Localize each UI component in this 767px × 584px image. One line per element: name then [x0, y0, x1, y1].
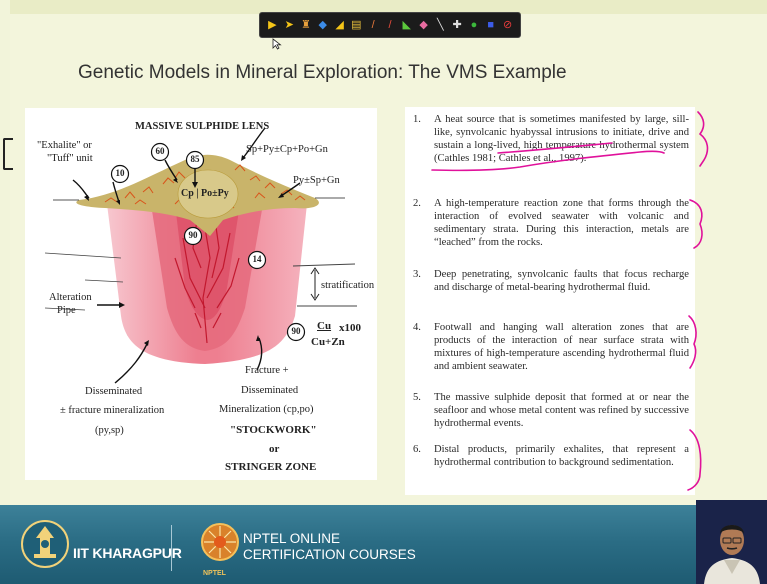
stamp-icon[interactable]: ♜ — [298, 17, 314, 33]
nptel-small-label: NPTEL — [203, 570, 226, 577]
fig-disseminated-label: Disseminated — [85, 386, 142, 397]
list-item: 6.Distal products, primarily exhalites, … — [413, 443, 689, 469]
fig-stockwork-label: "STOCKWORK" — [230, 424, 317, 436]
play-next-icon[interactable]: ▶ — [264, 17, 280, 33]
fig-cu-denominator: Cu+Zn — [311, 336, 345, 348]
fig-num-85: 85 — [188, 154, 202, 164]
fig-stringer-label: STRINGER ZONE — [225, 461, 316, 473]
brush-icon[interactable]: ◣ — [399, 17, 415, 33]
fig-num-90-legend: 90 — [289, 326, 303, 336]
notes-icon[interactable]: ▤ — [348, 17, 364, 33]
highlighter-icon[interactable]: ◆ — [315, 17, 331, 33]
left-edge-tab — [3, 138, 13, 170]
fig-exhalite-label: "Exhalite" or — [37, 140, 92, 151]
clear-icon[interactable]: ⊘ — [500, 17, 516, 33]
laser-icon[interactable]: ● — [466, 17, 482, 33]
fig-sp-label: Sp+Py±Cp+Po+Gn — [246, 144, 328, 155]
fig-cp-label: Cp | Po±Py — [181, 188, 229, 199]
line-icon[interactable]: ╲ — [432, 17, 448, 33]
eraser-icon[interactable]: ◆ — [416, 17, 432, 33]
fig-alteration-label: Alteration — [49, 292, 92, 303]
footer-divider — [171, 525, 172, 571]
fig-fracture-mineralization-label: ± fracture mineralization — [60, 405, 164, 416]
fig-cu-numerator: Cu — [317, 320, 331, 332]
fig-pysp-label: (py,sp) — [95, 425, 124, 436]
presenter-video — [696, 500, 767, 584]
list-item: 1.A heat source that is sometimes manife… — [413, 113, 689, 165]
shapes-icon[interactable]: ✚ — [449, 17, 465, 33]
pencil-icon[interactable]: / — [365, 17, 381, 33]
left-margin — [0, 0, 10, 505]
institute-name: IIT KHARAGPUR — [73, 545, 182, 561]
iit-kharagpur-logo-icon — [20, 514, 70, 574]
fig-num-10: 10 — [113, 168, 127, 178]
fig-heading: MASSIVE SULPHIDE LENS — [135, 121, 269, 132]
fig-or-label: or — [269, 443, 279, 455]
mouse-cursor-icon — [272, 38, 282, 50]
fig-cu-multiplier: x100 — [339, 322, 361, 334]
arrow-pointer-icon[interactable]: ➤ — [281, 17, 297, 33]
color-palette-icon[interactable]: ■ — [483, 17, 499, 33]
text-panel: 1.A heat source that is sometimes manife… — [405, 107, 695, 495]
fig-num-14: 14 — [250, 254, 264, 264]
presenter-figure — [696, 500, 767, 584]
fig-fracture-label: Fracture + — [245, 365, 289, 376]
fig-pipe-label: Pipe — [57, 305, 76, 316]
fig-num-60: 60 — [153, 146, 167, 156]
vms-diagram: MASSIVE SULPHIDE LENS "Exhalite" or "Tuf… — [25, 108, 377, 480]
list-item: 5.The massive sulphide deposit that form… — [413, 391, 689, 430]
marker-icon[interactable]: / — [382, 17, 398, 33]
fig-disseminated2-label: Disseminated — [241, 385, 298, 396]
fig-cppo-label: Mineralization (cp,po) — [219, 404, 313, 415]
fig-stratification-label: stratification — [321, 280, 374, 291]
nptel-line-1: NPTEL ONLINE — [243, 531, 340, 546]
list-item: 3.Deep penetrating, synvolcanic faults t… — [413, 268, 689, 294]
pen-icon[interactable]: ◢ — [332, 17, 348, 33]
nptel-line-2: CERTIFICATION COURSES — [243, 547, 416, 562]
annotation-toolbar: ▶➤♜◆◢▤//◣◆╲✚●■⊘ — [259, 12, 521, 38]
slide-title: Genetic Models in Mineral Exploration: T… — [78, 62, 567, 84]
list-item: 2.A high-temperature reaction zone that … — [413, 197, 689, 249]
list-item: 4.Footwall and hanging wall alteration z… — [413, 321, 689, 373]
fig-num-90-core: 90 — [186, 230, 200, 240]
fig-py-label: Py±Sp+Gn — [293, 175, 340, 186]
fig-tuff-label: "Tuff" unit — [47, 153, 93, 164]
